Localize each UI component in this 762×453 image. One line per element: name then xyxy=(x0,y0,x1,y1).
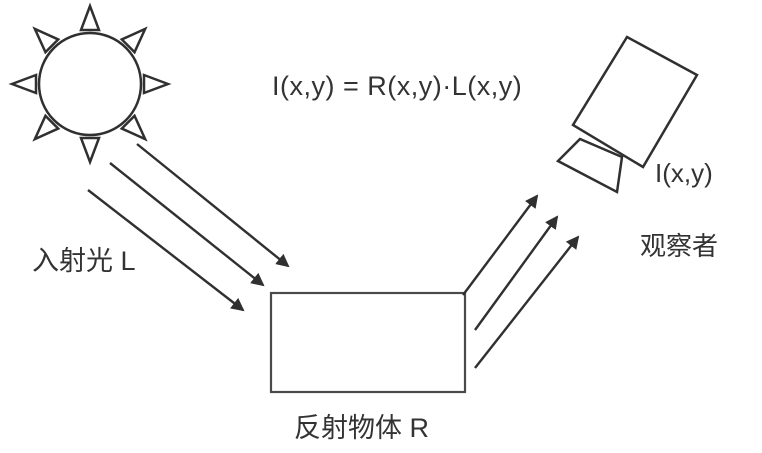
sun-ray xyxy=(79,136,101,166)
incident-arrow xyxy=(87,189,245,312)
camera-icon xyxy=(555,35,699,194)
sun-icon xyxy=(8,2,172,166)
incident-light-arrows xyxy=(87,143,290,312)
reflecting-object-label: 反射物体 R xyxy=(294,413,429,443)
sun-ray xyxy=(79,2,101,32)
sun-ray xyxy=(8,73,38,95)
sun-ray xyxy=(142,73,172,95)
incident-light-label: 入射光 L xyxy=(32,246,136,276)
incident-arrow xyxy=(109,162,265,287)
reflected-arrow xyxy=(462,194,539,296)
sun-ray xyxy=(119,113,148,142)
sun-ray xyxy=(32,113,61,142)
image-intensity-label: I(x,y) xyxy=(655,158,713,188)
camera-lens xyxy=(555,137,624,194)
incident-arrow xyxy=(136,143,290,268)
sun-ray xyxy=(32,26,61,55)
sun-circle xyxy=(37,31,143,137)
formula-label: I(x,y) = R(x,y)·L(x,y) xyxy=(272,71,523,101)
sun-ray xyxy=(119,26,148,55)
reflected-light-arrows xyxy=(462,194,580,369)
reflecting-object-rect xyxy=(269,291,467,394)
reflected-arrow xyxy=(474,215,559,331)
reflected-arrow xyxy=(474,235,580,369)
camera-body xyxy=(571,35,699,169)
observer-label: 观察者 xyxy=(640,231,719,261)
